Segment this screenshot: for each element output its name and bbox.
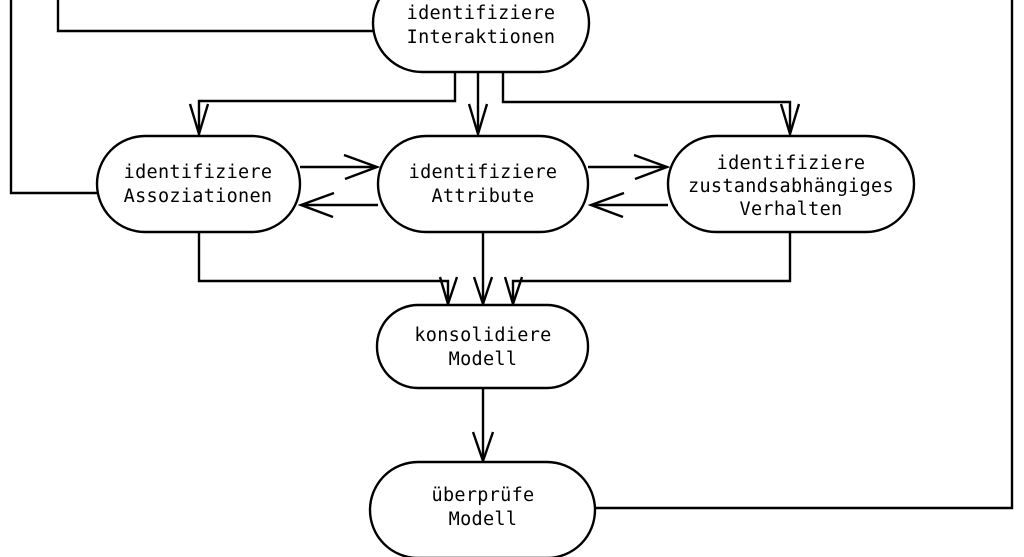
node-identifiziere-assoziationen[interactable]: identifiziere Assoziationen xyxy=(95,134,302,234)
arrowhead-attribute-assoziationen xyxy=(297,191,335,219)
arrowhead-interaktionen-attribute xyxy=(467,103,489,139)
arrowhead-interaktionen-assoziationen xyxy=(188,103,210,139)
node-label-konsolidiere-line2: Modell xyxy=(449,349,518,370)
node-label-interaktionen-line1: identifiziere xyxy=(407,3,556,24)
arrowhead-assoziationen-attribute xyxy=(343,153,381,181)
node-label-ueberpruefe-line1: überprüfe xyxy=(432,485,535,506)
node-label-konsolidiere-line1: konsolidiere xyxy=(414,325,551,346)
node-shape-verhalten xyxy=(666,134,916,234)
edge-ueberpruefe-feedback-right xyxy=(595,0,1014,510)
node-shape-interaktionen xyxy=(371,0,591,74)
node-shape-konsolidiere xyxy=(375,303,590,390)
node-label-verhalten-line3: Verhalten xyxy=(740,199,843,220)
node-identifiziere-zustandsabhaengiges-verhalten[interactable]: identifiziere zustandsabhängiges Verhalt… xyxy=(666,134,916,234)
node-shape-assoziationen xyxy=(95,134,302,234)
node-ueberpruefe-modell[interactable]: überprüfe Modell xyxy=(368,460,597,557)
node-label-verhalten-line1: identifiziere xyxy=(717,153,866,174)
node-konsolidiere-modell[interactable]: konsolidiere Modell xyxy=(375,303,590,390)
node-label-attribute-line1: identifiziere xyxy=(409,162,558,183)
node-label-attribute-line2: Attribute xyxy=(432,186,535,207)
arrowhead-interaktionen-verhalten xyxy=(779,103,801,139)
edge-interaktionen-feedback-left xyxy=(56,0,373,33)
arrowhead-verhalten-attribute xyxy=(587,191,625,219)
node-shape-ueberpruefe xyxy=(368,460,597,557)
edge-feedback-left-to-assoziationen xyxy=(9,0,97,195)
edge-assoziationen-to-konsolidiere xyxy=(197,232,450,302)
arrowhead-attribute-verhalten xyxy=(633,153,671,181)
node-label-interaktionen-line2: Interaktionen xyxy=(407,27,556,48)
node-shape-attribute xyxy=(376,134,590,234)
node-label-ueberpruefe-line2: Modell xyxy=(449,509,518,530)
edge-interaktionen-to-assoziationen xyxy=(197,72,457,133)
edge-verhalten-to-konsolidiere xyxy=(511,232,792,302)
node-identifiziere-interaktionen[interactable]: identifiziere Interaktionen xyxy=(371,0,591,74)
node-identifiziere-attribute[interactable]: identifiziere Attribute xyxy=(376,134,590,234)
edge-interaktionen-to-verhalten xyxy=(501,72,792,133)
node-label-assoziationen-line2: Assoziationen xyxy=(124,186,273,207)
node-label-verhalten-line2: zustandsabhängiges xyxy=(688,176,894,197)
node-label-assoziationen-line1: identifiziere xyxy=(124,162,273,183)
